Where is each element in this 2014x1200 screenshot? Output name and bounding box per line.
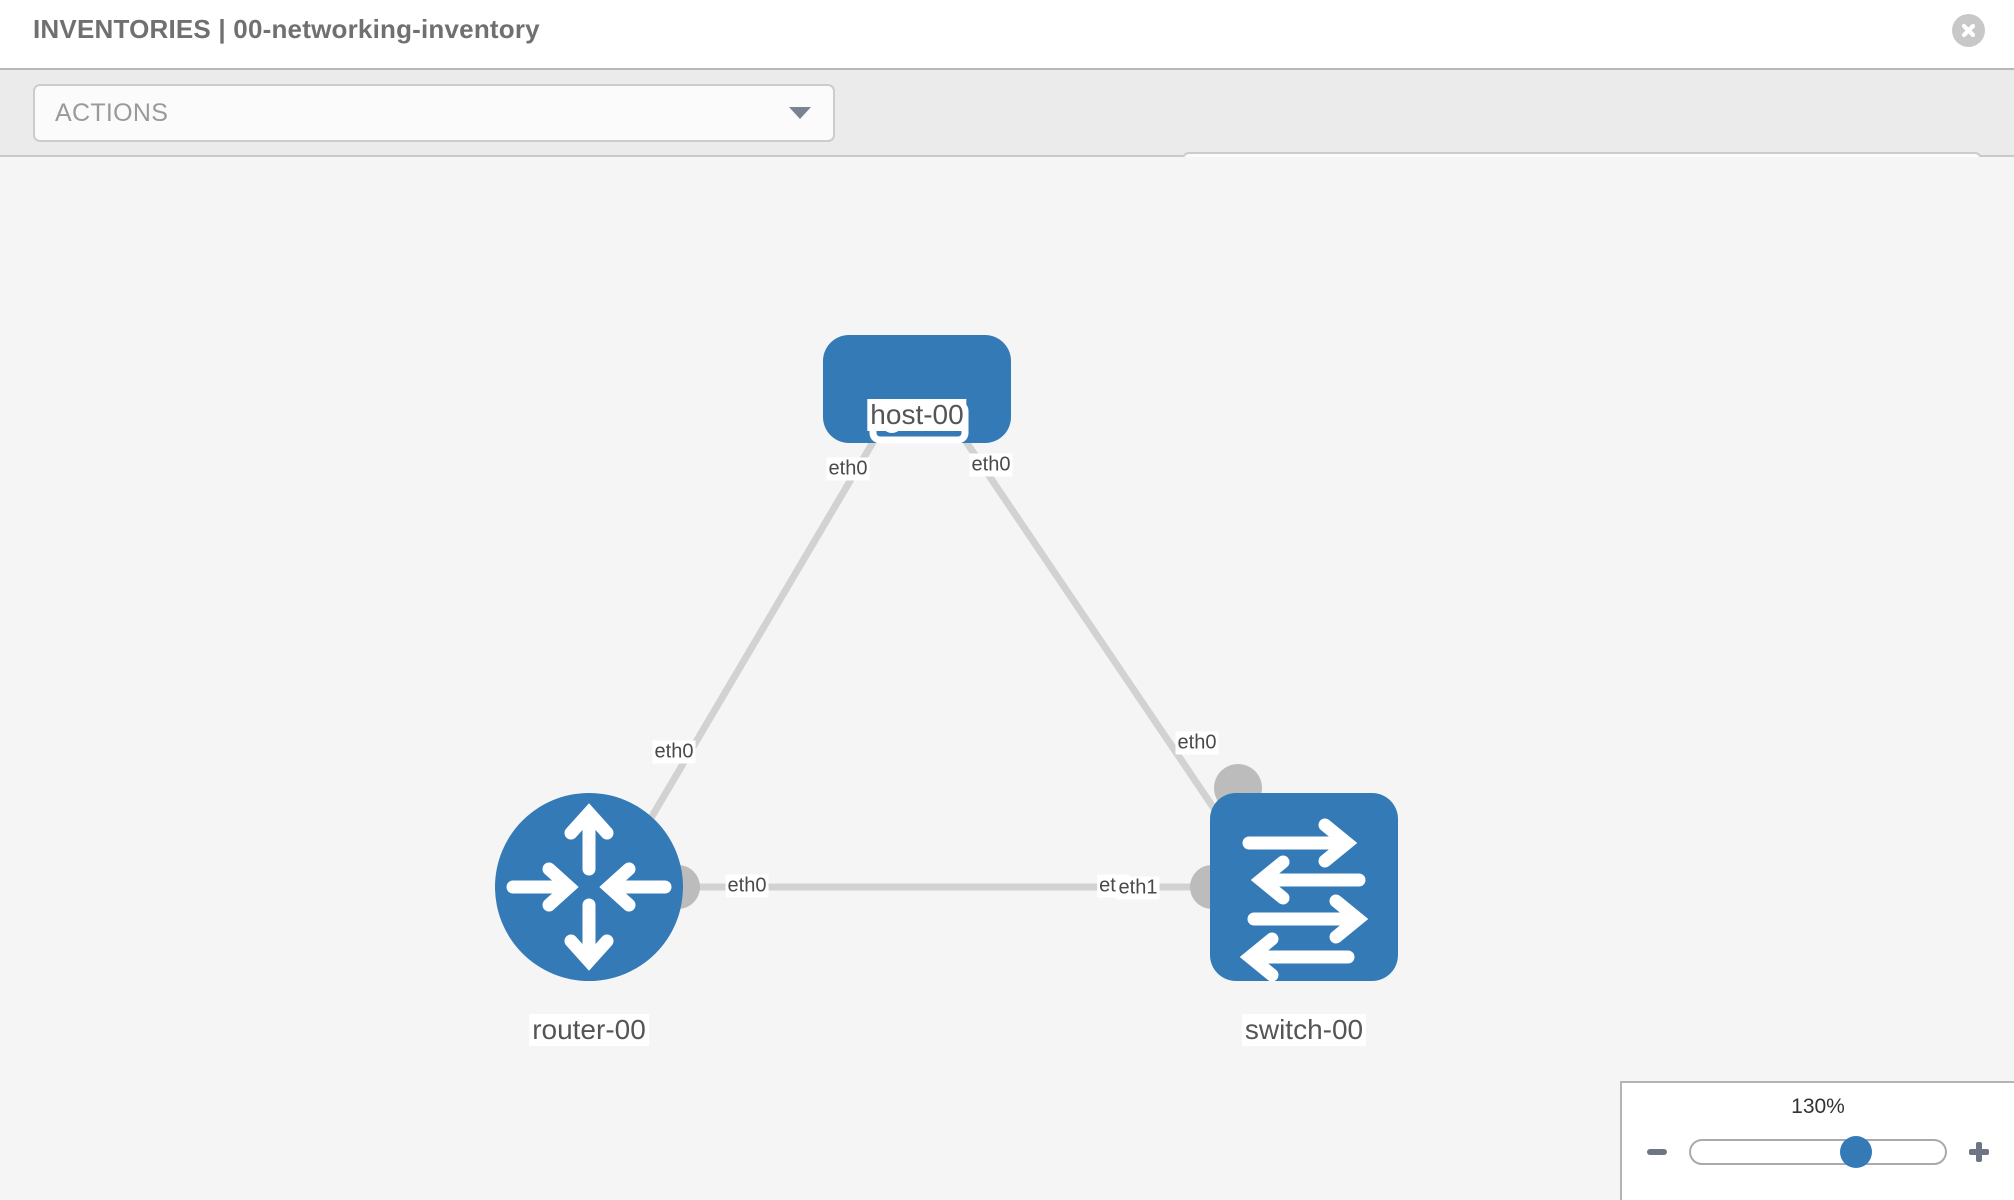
chevron-down-icon (789, 107, 811, 119)
interface-label-router00-to-host00: eth0 (652, 740, 696, 764)
node-label-host-00: host-00 (867, 399, 967, 431)
actions-dropdown[interactable]: ACTIONS (33, 84, 835, 142)
toolbar: ACTIONS SEARCH (0, 68, 2014, 210)
link-host00-router00[interactable] (624, 413, 893, 859)
node-switch-00[interactable] (1210, 793, 1398, 982)
topology-graph (495, 335, 1398, 982)
interface-label-switch00-to-host00: eth0 (1175, 731, 1219, 755)
zoom-slider-track[interactable] (1689, 1136, 1947, 1168)
zoom-level-value: 130% (1791, 1095, 1845, 1118)
close-icon[interactable] (1952, 14, 1985, 47)
node-router-00[interactable] (495, 793, 683, 981)
topology-canvas[interactable]: host-00 router-00 switch-00 eth0 eth0 et… (0, 157, 2014, 1200)
zoom-control-panel: 130% (1620, 1081, 2014, 1200)
interface-label-host00-to-switch00: eth0 (969, 453, 1013, 477)
plus-icon[interactable] (1964, 1137, 1994, 1167)
page-header: INVENTORIES | 00-networking-inventory (0, 0, 2014, 68)
actions-dropdown-label: ACTIONS (55, 98, 169, 127)
node-label-router-00: router-00 (529, 1014, 649, 1046)
interface-label-router00-to-switch00: eth0 (725, 874, 769, 898)
page-title: INVENTORIES | 00-networking-inventory (33, 14, 540, 44)
node-label-switch-00: switch-00 (1241, 1014, 1367, 1046)
zoom-slider-thumb[interactable] (1840, 1136, 1873, 1168)
interface-label-switch00-to-router00: eth1 (1116, 876, 1160, 900)
interface-label-host00-to-router00: eth0 (826, 457, 870, 481)
link-host00-switch00[interactable] (945, 413, 1243, 849)
minus-icon[interactable] (1642, 1137, 1672, 1167)
zoom-slider-row (1622, 1129, 2014, 1175)
